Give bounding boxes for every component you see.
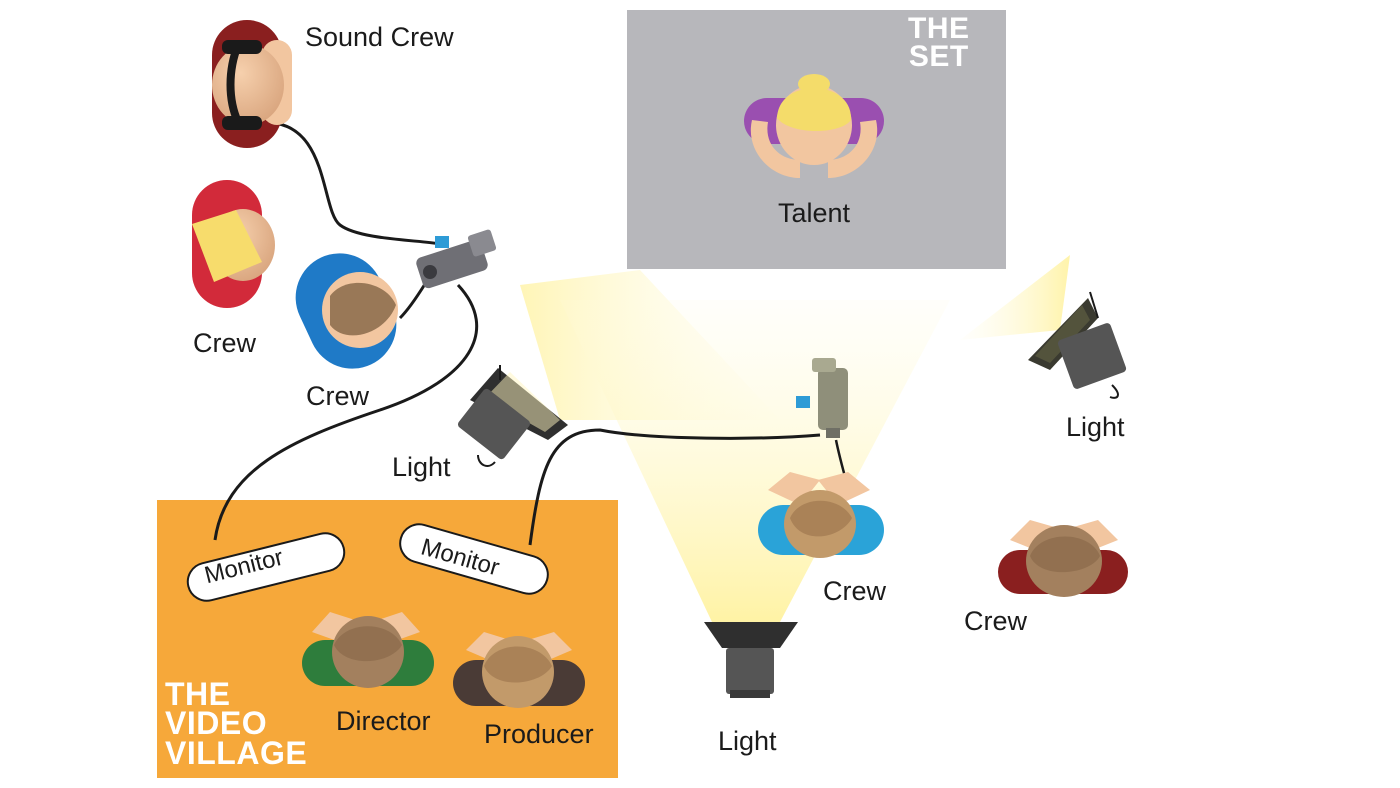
label-director: Director [336, 706, 431, 736]
label-crew-yellow: Crew [193, 328, 257, 358]
label-crew-camera: Crew [823, 576, 887, 606]
cable-sound-to-camera [257, 121, 441, 246]
light-beam-bottom [560, 300, 950, 622]
video-village-title: THE VIDEO VILLAGE [165, 676, 308, 771]
cable-camera-to-monitor-left [213, 283, 478, 541]
set-title: THE SET [908, 12, 970, 73]
monitor-left [186, 532, 346, 602]
light-beam-right [960, 255, 1070, 340]
person-director [302, 612, 434, 688]
label-crew-red: Crew [964, 606, 1028, 636]
label-light-bottom: Light [718, 726, 777, 756]
cable-camera-to-operator [398, 283, 427, 320]
set-title-line2: SET [908, 39, 969, 73]
village-title-line3: VILLAGE [165, 734, 308, 771]
person-sound-crew [212, 20, 292, 148]
label-light-right: Light [1066, 412, 1125, 442]
person-crew-camera [758, 472, 884, 558]
spotlight-icon-right [1028, 291, 1127, 389]
label-talent: Talent [778, 198, 851, 228]
video-camera-icon-2 [796, 358, 848, 438]
label-crew-blue: Crew [306, 381, 370, 411]
village-title-line2: VIDEO [165, 705, 268, 742]
spotlight-icon-bottom [704, 622, 798, 698]
spotlight-icon-left [457, 365, 568, 460]
label-light-left: Light [392, 452, 451, 482]
cable-light-right [1109, 384, 1119, 399]
village-title-line1: THE [165, 676, 231, 712]
person-talent [744, 74, 884, 178]
person-crew-yellow [192, 180, 275, 308]
label-sound-crew: Sound Crew [305, 22, 454, 52]
person-crew-red [998, 520, 1128, 597]
cable-camera2-to-monitor-right [528, 428, 821, 546]
label-producer: Producer [484, 719, 594, 749]
cable-light-left [477, 454, 496, 467]
monitor-right [399, 523, 549, 595]
person-crew-blue [295, 253, 398, 369]
video-camera-icon [416, 229, 497, 289]
person-producer [453, 632, 585, 708]
set-title-line1: THE [908, 12, 970, 45]
